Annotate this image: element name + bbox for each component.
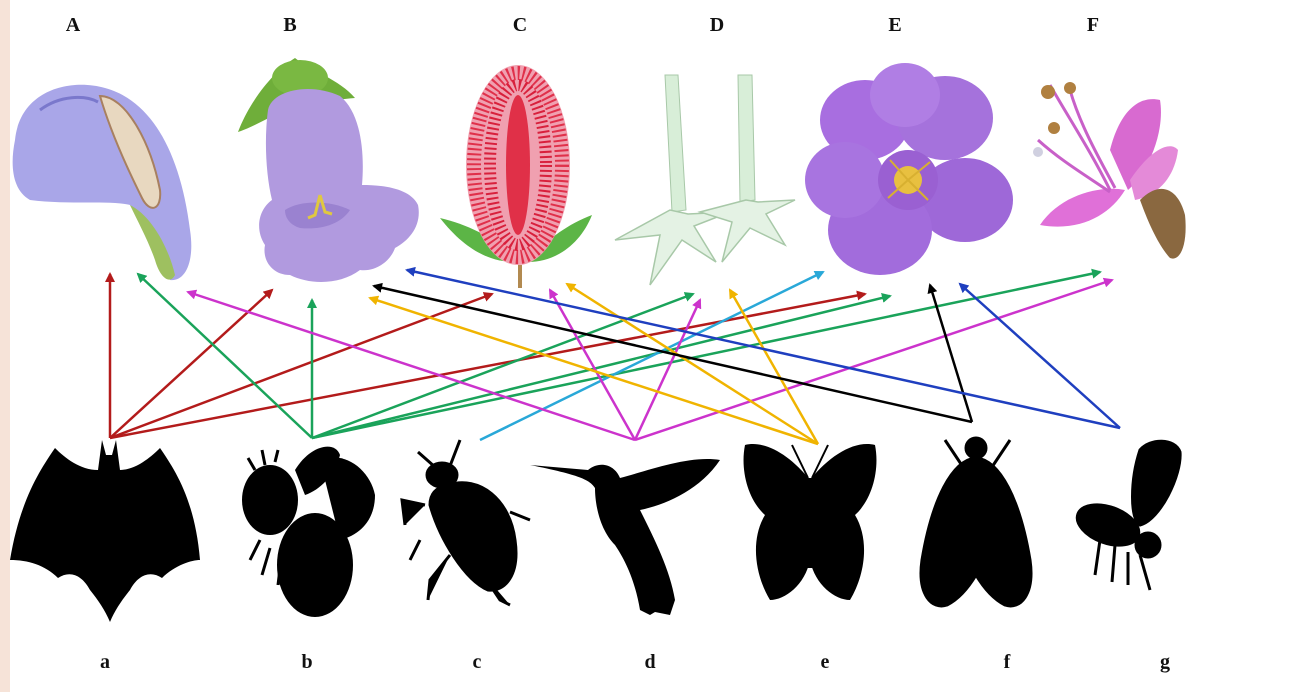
animal-label-a: a <box>90 651 120 674</box>
wasp-links <box>407 270 1120 428</box>
animal-label-d: d <box>635 651 665 674</box>
animal-label-f: f <box>992 651 1022 674</box>
diagram-canvas <box>10 0 1306 692</box>
wasp-silhouette-icon <box>1072 441 1180 590</box>
animal-label-e: e <box>810 651 840 674</box>
bat-silhouette-icon <box>10 440 200 622</box>
butterfly-silhouette-icon <box>744 444 877 600</box>
link-d-D <box>635 300 700 440</box>
link-g-B <box>407 270 1120 428</box>
link-b-F <box>312 272 1100 438</box>
link-b-A <box>138 274 312 438</box>
link-a-C <box>110 294 492 438</box>
pollination-diagram: A B C D E F <box>10 0 1306 692</box>
link-f-E <box>930 285 972 422</box>
link-d-C <box>550 290 635 440</box>
purple-open-flower-icon <box>805 63 1013 275</box>
link-g-E <box>960 284 1120 428</box>
link-a-E <box>110 294 865 438</box>
pink-orchid-flower-icon <box>1033 82 1186 259</box>
beetle-silhouette-icon <box>402 440 530 605</box>
hummingbird-silhouette-icon <box>530 459 720 615</box>
tubular-white-flower-icon <box>615 75 795 285</box>
animal-label-g: g <box>1150 651 1180 674</box>
link-d-F <box>635 280 1112 440</box>
bellflower-icon <box>238 58 419 282</box>
hummingbird-links <box>188 280 1112 440</box>
sage-flower-icon <box>13 85 192 280</box>
fly-silhouette-icon <box>921 438 1031 606</box>
bee-silhouette-icon <box>242 447 375 617</box>
animal-label-c: c <box>462 651 492 674</box>
bottlebrush-flower-icon <box>440 65 592 288</box>
animal-label-b: b <box>292 651 322 674</box>
